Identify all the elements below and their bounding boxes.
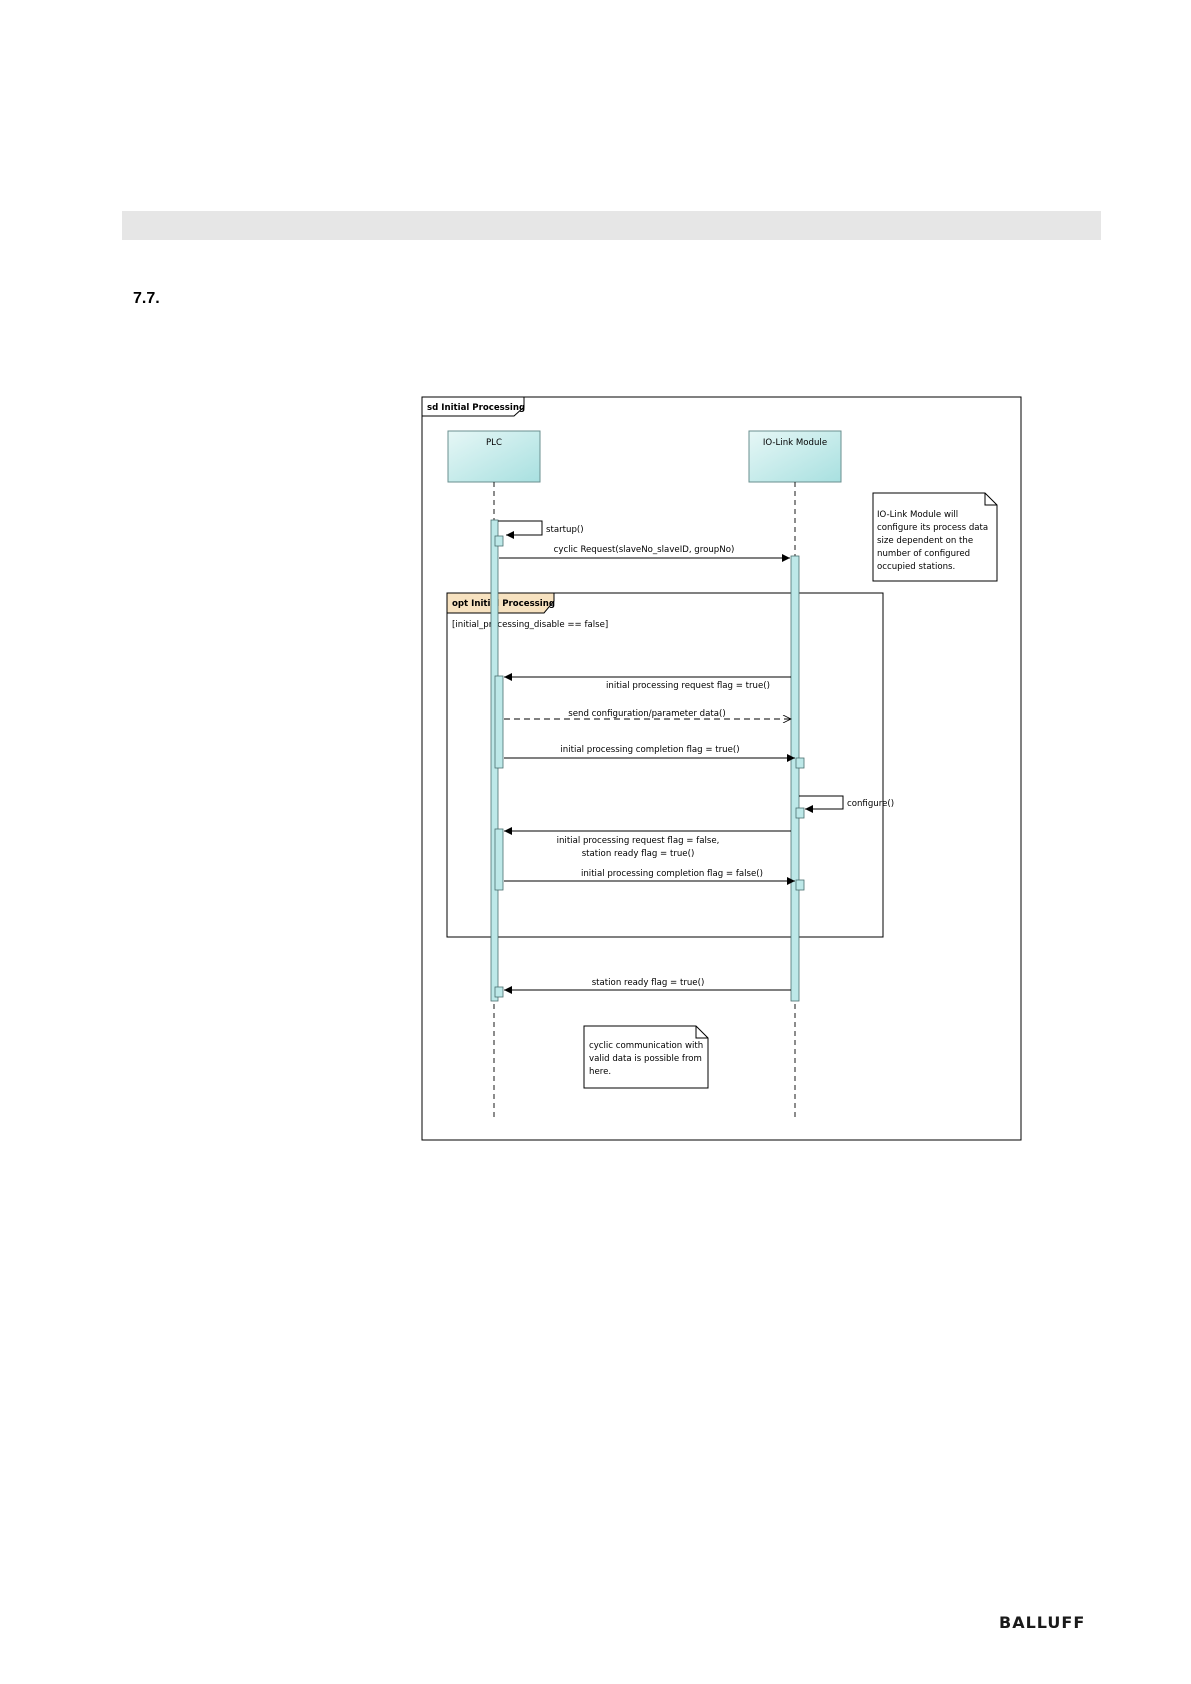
plc-lifeline-head (447, 430, 541, 483)
note-cyclic (583, 1025, 709, 1089)
header-bar (122, 211, 1101, 240)
note-fold (695, 1026, 708, 1039)
note-process-data-text: IO-Link Module will configure its proces… (877, 510, 991, 572)
ip-completion-true-label: initial processing completion flag = tru… (560, 745, 739, 755)
station-ready-label: station ready flag = true() (592, 978, 705, 988)
cyclic-request-label: cyclic Request(slaveNo_slaveID, groupNo) (554, 545, 735, 555)
io-link-label: IO-Link Module (763, 438, 827, 448)
note-cyclic-text: cyclic communication with valid data is … (589, 1041, 706, 1077)
plc-label: PLC (486, 438, 502, 448)
balluff-logo: BALLUFF (999, 1613, 1086, 1632)
ip-request-false-label-1: initial processing request flag = false, (557, 836, 720, 846)
configure-message-label: configure() (847, 799, 894, 809)
io-link-activation-2 (795, 807, 805, 819)
frame-label: sd Initial Processing (427, 403, 525, 413)
frame-label-tab (421, 396, 525, 417)
io-link-activation-1 (795, 757, 805, 769)
plc-activation-end (494, 986, 504, 998)
section-number: 7.7. (133, 290, 160, 307)
ip-request-true-label: initial processing request flag = true() (606, 681, 770, 691)
io-link-activation-3 (795, 879, 805, 891)
configure-message-arrow (799, 795, 844, 813)
note-process-data (872, 492, 998, 582)
opt-fragment (446, 592, 884, 938)
plc-activation-1 (494, 675, 504, 769)
startup-message-label: startup() (546, 525, 584, 535)
plc-activation-startup (494, 535, 504, 547)
io-link-activation-main (790, 555, 800, 1002)
note-fold (984, 493, 997, 506)
plc-activation-2 (494, 828, 504, 891)
ip-request-false-label-2: station ready flag = true() (582, 849, 695, 859)
opt-fragment-label: opt Initial Processing (452, 599, 555, 609)
opt-fragment-tab (446, 592, 555, 614)
ip-completion-false-label: initial processing completion flag = fal… (581, 869, 763, 879)
startup-message-arrow (498, 520, 543, 539)
send-config-label: send configuration/parameter data() (568, 709, 725, 719)
opt-fragment-guard: [initial_processing_disable == false] (452, 620, 608, 630)
